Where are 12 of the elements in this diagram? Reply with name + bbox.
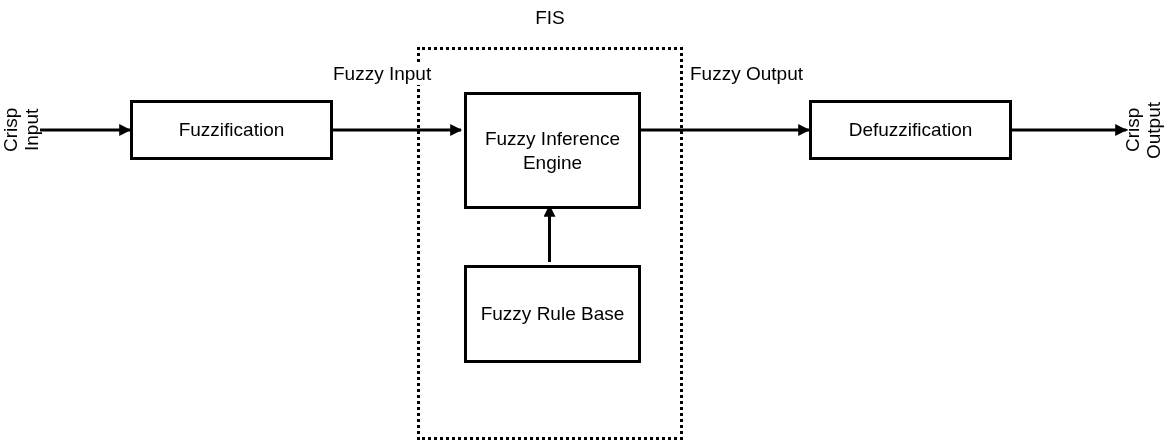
process-box: Defuzzification <box>809 100 1012 160</box>
io-label: Crisp Input <box>4 92 40 168</box>
process-box: Fuzzification <box>130 100 333 160</box>
process-box: Fuzzy Rule Base <box>464 265 641 363</box>
group-heading: FIS <box>534 8 566 27</box>
edge-label: Fuzzy Input <box>333 64 432 85</box>
arrow <box>40 124 132 136</box>
arrow <box>1012 124 1128 136</box>
process-box: Fuzzy Inference Engine <box>464 92 641 209</box>
io-label: Crisp Output <box>1126 88 1162 172</box>
edge-label: Fuzzy Output <box>690 64 803 85</box>
arrow <box>333 124 463 136</box>
